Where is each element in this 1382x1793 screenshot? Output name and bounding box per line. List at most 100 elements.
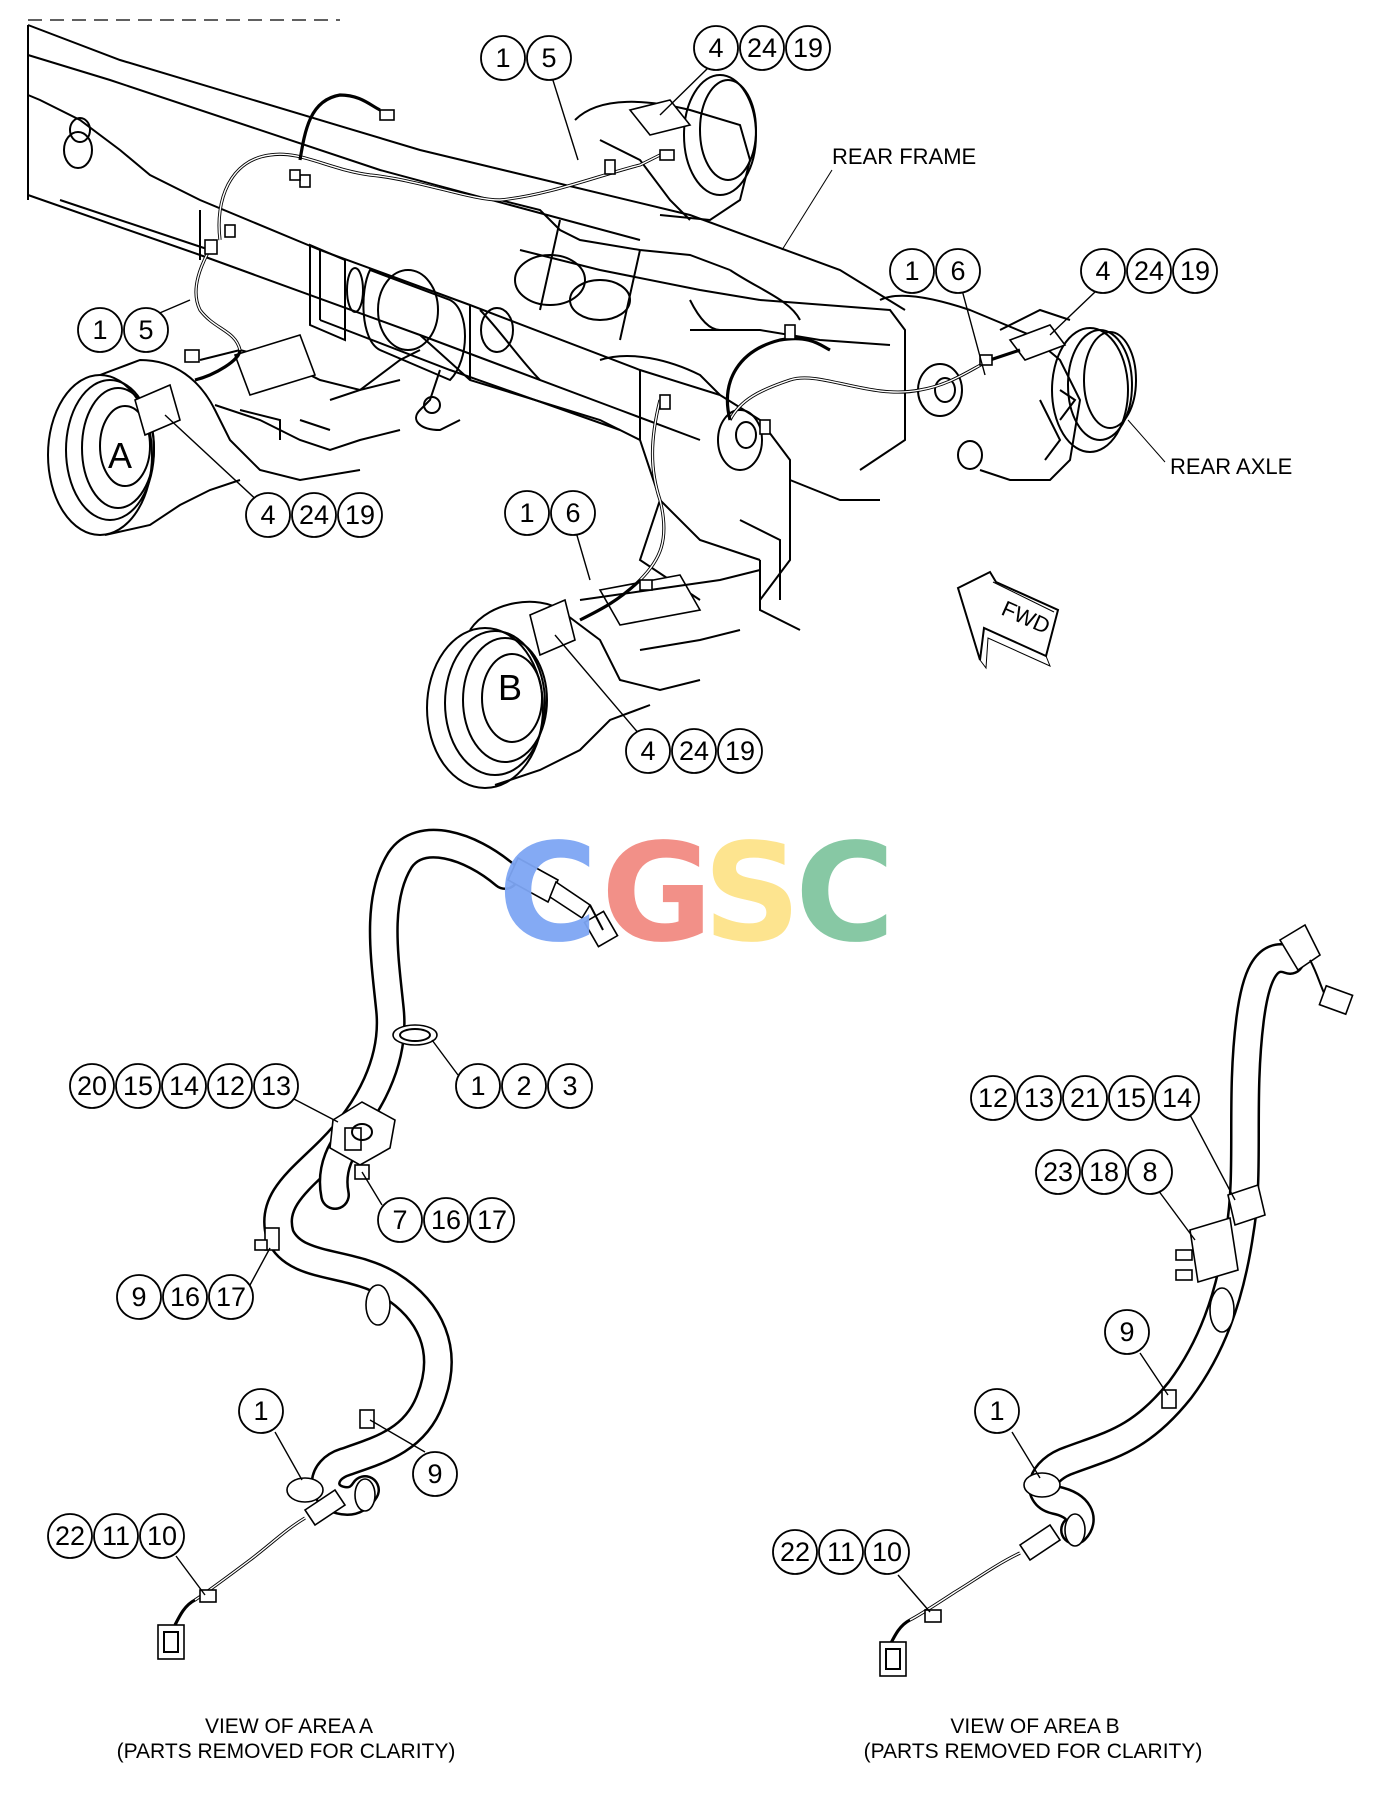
callout-bubble — [455, 1063, 501, 1109]
callout-bubble — [115, 1063, 161, 1109]
callout-bubble — [47, 1513, 93, 1559]
watermark-letter-4: C — [795, 815, 895, 973]
callout-bubble — [739, 25, 785, 71]
leader-line — [1011, 1431, 1041, 1479]
callout-bubble — [93, 1513, 139, 1559]
callout-bubble — [550, 490, 596, 536]
callout-right-4-24-19: 4 24 19 — [1049, 248, 1218, 336]
callout-number: 15 — [123, 1071, 153, 1101]
callout-number: 4 — [1095, 256, 1110, 286]
callout-bubble — [864, 1529, 910, 1575]
callout-bubble — [1081, 1149, 1127, 1195]
callout-bubble — [1127, 1149, 1173, 1195]
callout-bubble — [1126, 248, 1172, 294]
rear-frame-label: REAR FRAME — [832, 144, 976, 169]
callout-bubble — [717, 728, 763, 774]
callout-number: 24 — [1134, 256, 1164, 286]
watermark-letter-1: C — [498, 815, 598, 973]
leader-line — [554, 634, 641, 736]
callout-bubble — [625, 728, 671, 774]
callout-number: 1 — [253, 1396, 268, 1426]
callout-number: 1 — [519, 498, 534, 528]
callout-top-4-24-19: 4 24 19 — [659, 25, 831, 116]
callout-bubble — [1016, 1075, 1062, 1121]
callout-number: 19 — [725, 736, 755, 766]
callout-number: 8 — [1142, 1157, 1157, 1187]
callout-bubble — [1108, 1075, 1154, 1121]
callout-bubble — [469, 1197, 515, 1243]
callout-bubble — [337, 492, 383, 538]
callout-number: 10 — [147, 1521, 177, 1551]
leader-line — [369, 1419, 426, 1453]
area-b-harness-drawing — [879, 923, 1354, 1677]
callout-number: 14 — [1162, 1083, 1192, 1113]
callout-bubble — [161, 1063, 207, 1109]
callout-b-1: 1 — [974, 1388, 1041, 1479]
callout-number: 11 — [102, 1521, 130, 1551]
callout-number: 2 — [516, 1071, 531, 1101]
callout-number: 6 — [565, 498, 580, 528]
callout-a-1: 1 — [238, 1388, 303, 1481]
leader-line — [659, 67, 709, 116]
callout-number: 1 — [92, 315, 107, 345]
callout-number: 19 — [793, 33, 823, 63]
callout-bubble — [889, 248, 935, 294]
callout-bubble — [253, 1063, 299, 1109]
callout-number: 22 — [780, 1537, 810, 1567]
callout-bubble — [970, 1075, 1016, 1121]
callout-number: 13 — [261, 1071, 291, 1101]
fwd-label: FWD — [998, 596, 1054, 639]
callout-number: 13 — [1024, 1083, 1054, 1113]
callout-number: 15 — [1116, 1083, 1146, 1113]
callout-number: 9 — [131, 1282, 146, 1312]
leader-line — [249, 1247, 271, 1286]
leader-line — [1139, 1352, 1169, 1396]
callout-bubble — [480, 35, 526, 81]
leader-line — [897, 1574, 931, 1613]
fwd-arrow-icon: FWD — [956, 570, 1060, 670]
area-a-harness-drawing — [157, 828, 619, 1660]
callout-bubble — [208, 1274, 254, 1320]
cgsc-watermark: C G S C — [498, 815, 895, 973]
callout-number: 17 — [216, 1282, 246, 1312]
callout-number: 19 — [1180, 256, 1210, 286]
rear-axle-label: REAR AXLE — [1170, 454, 1292, 479]
callout-number: 9 — [427, 1459, 442, 1489]
callout-bubble — [77, 307, 123, 353]
area-a-caption-title: VIEW OF AREA A — [205, 1715, 373, 1738]
callout-number: 23 — [1043, 1157, 1073, 1187]
callout-a-9: 9 — [369, 1419, 458, 1497]
leader-line — [575, 531, 591, 581]
leader-line — [431, 1039, 459, 1076]
callout-number: 20 — [77, 1071, 107, 1101]
callout-number: 12 — [215, 1071, 245, 1101]
callout-number: 1 — [495, 43, 510, 73]
area-a-label: A — [108, 435, 132, 476]
callout-number: 4 — [640, 736, 655, 766]
leader-line — [550, 73, 579, 161]
watermark-letter-3: S — [703, 815, 801, 973]
callout-bubble — [123, 307, 169, 353]
callout-bubble — [935, 248, 981, 294]
callout-bubble — [974, 1388, 1020, 1434]
callout-number: 1 — [989, 1396, 1004, 1426]
leader-line — [291, 1097, 339, 1123]
rear-axle-leader — [1127, 419, 1166, 463]
callout-number: 24 — [747, 33, 777, 63]
callout-number: 17 — [477, 1205, 507, 1235]
leader-line — [1049, 291, 1096, 336]
callout-number: 4 — [708, 33, 723, 63]
callout-bubble — [671, 728, 717, 774]
callout-bubble — [501, 1063, 547, 1109]
callout-number: 5 — [541, 43, 556, 73]
